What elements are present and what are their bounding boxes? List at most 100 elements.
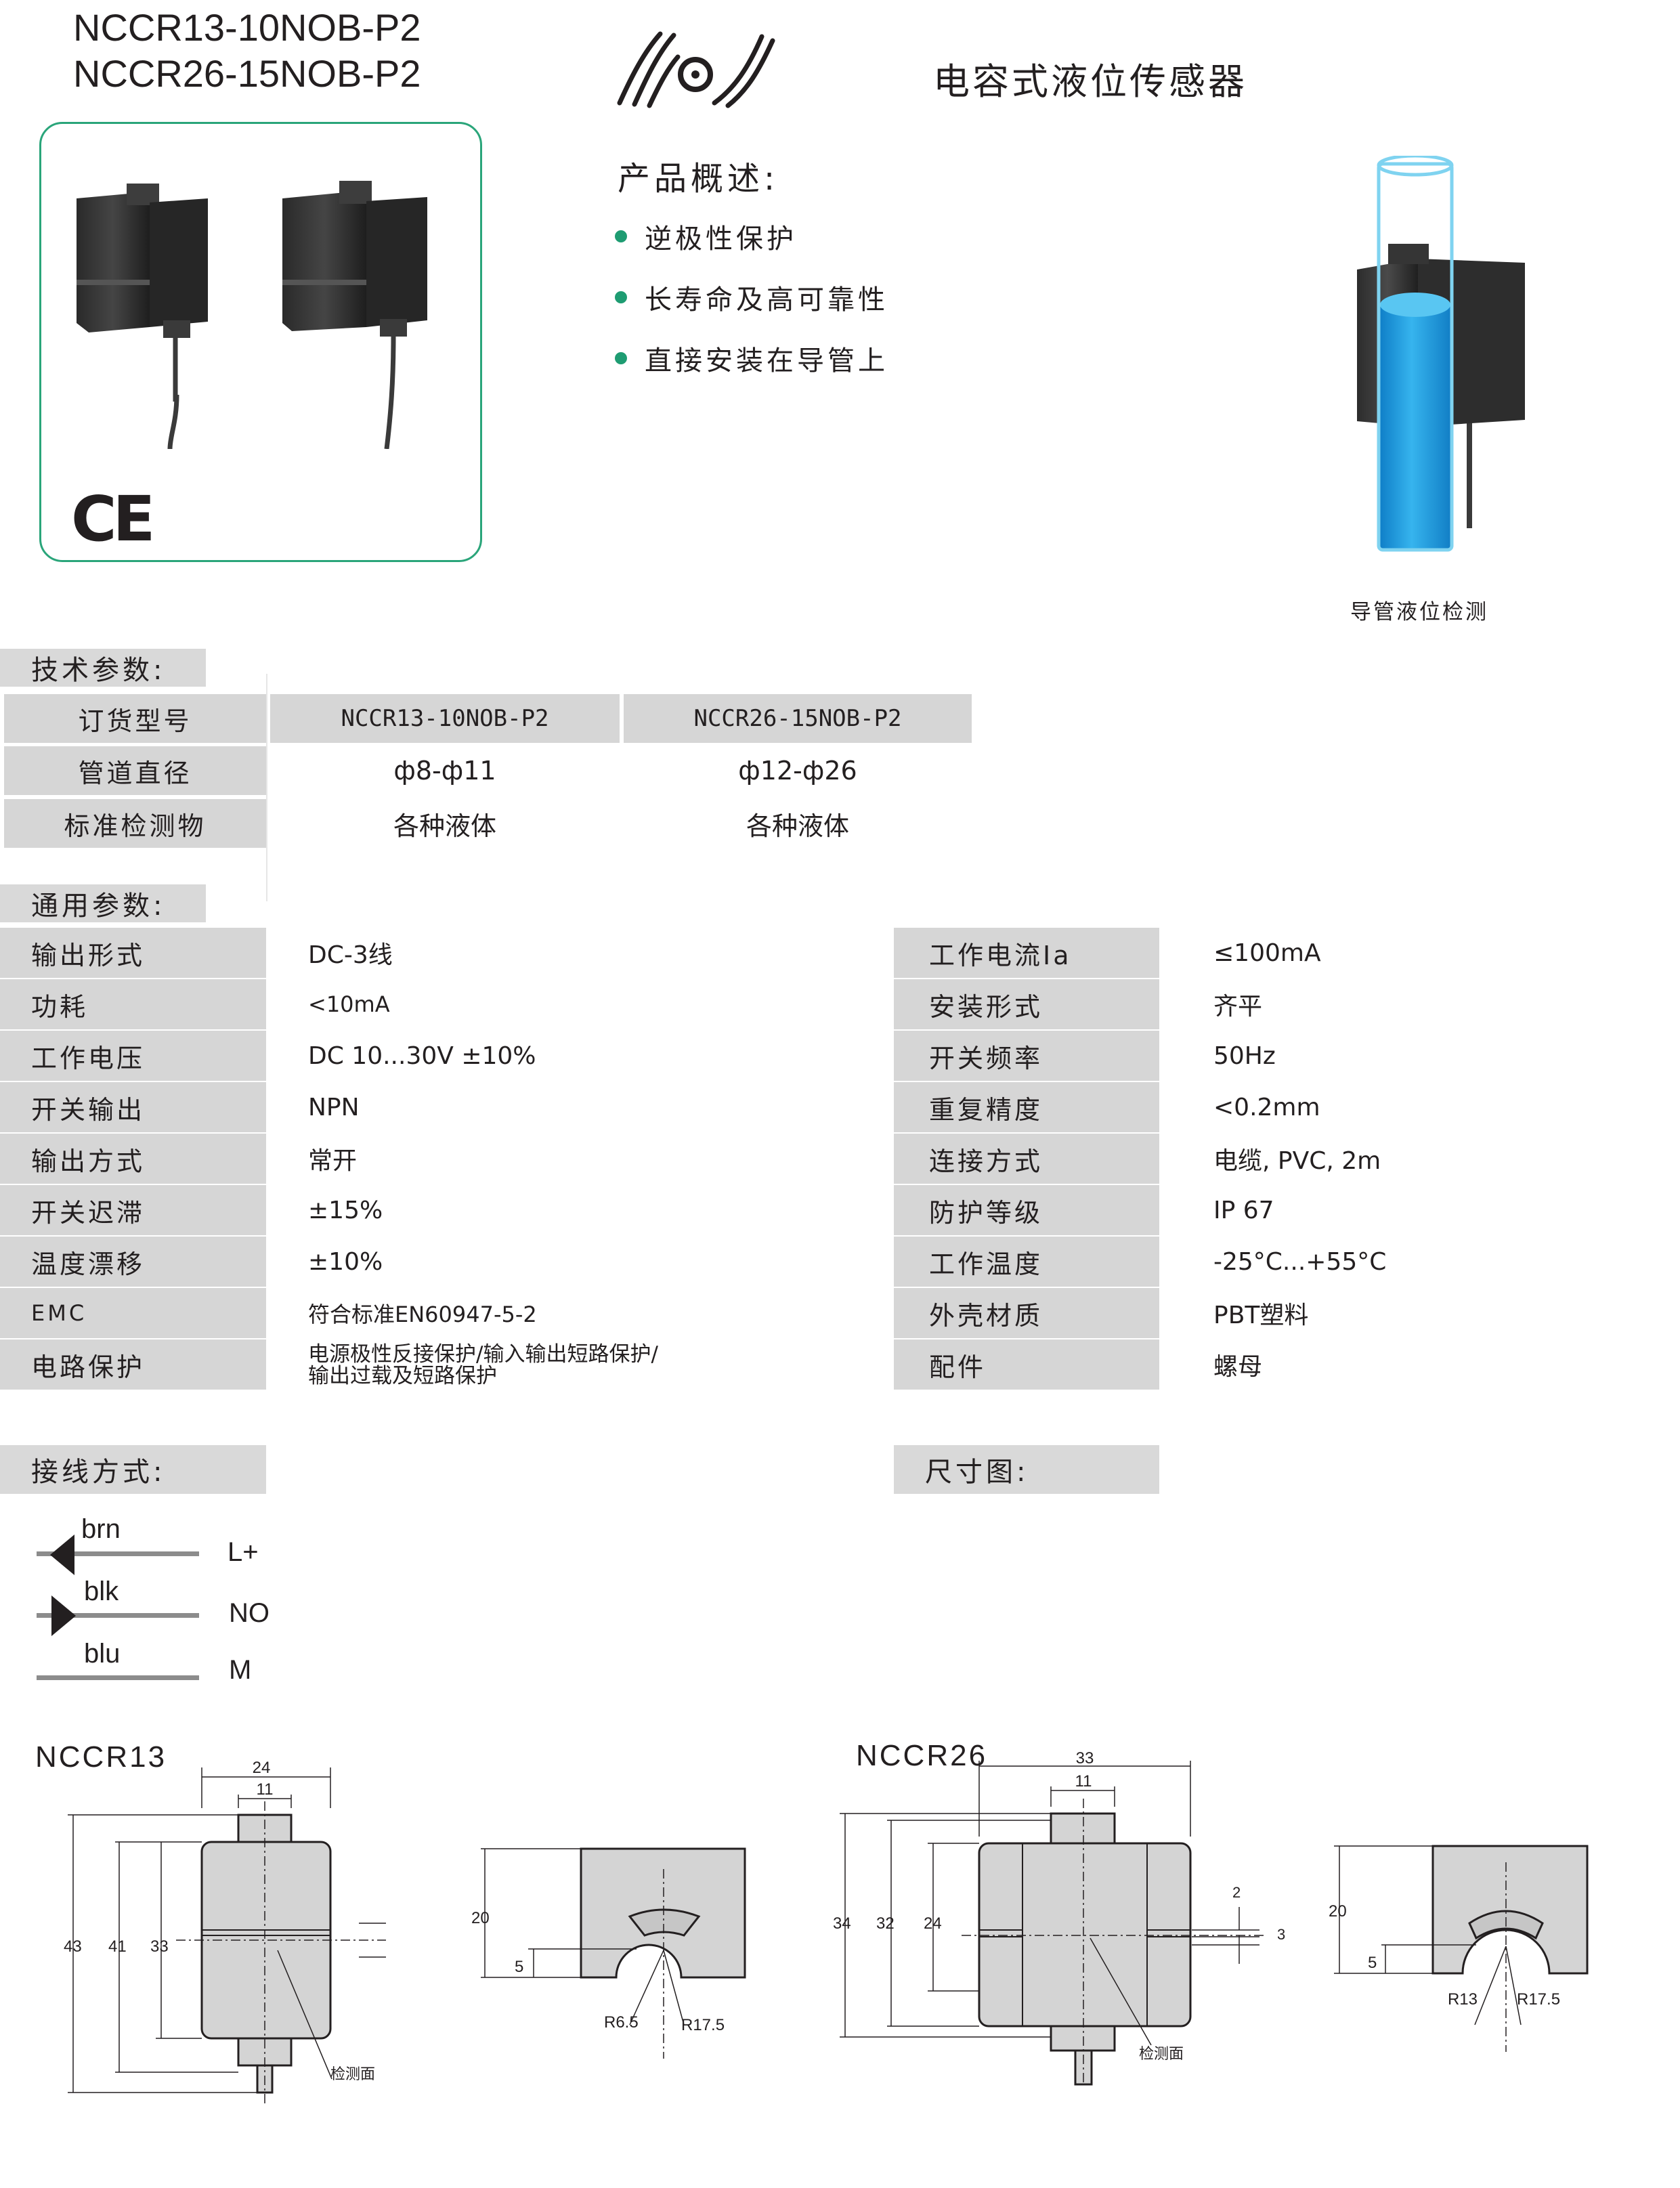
dimensions-title: 尺寸图: [894, 1445, 1159, 1494]
dim-h3: 33 [150, 1937, 169, 1956]
illustration-caption: 导管液位检测 [1350, 600, 1488, 624]
dim-inner: 11 [257, 1780, 274, 1799]
param-label-output-type: 输出形式 [0, 928, 266, 978]
wire-signal-m: M [229, 1655, 252, 1685]
param-label-mounting: 安装形式 [894, 979, 1159, 1029]
param-label-power: 功耗 [0, 979, 266, 1029]
product-photo-box: CE [39, 122, 482, 562]
param-label-ip-rating: 防护等级 [894, 1185, 1159, 1235]
sense-face-label: 检测面 [1139, 2045, 1184, 2062]
param-value-switch-output: NPN [308, 1093, 360, 1121]
param-value-hysteresis: ±15% [308, 1196, 383, 1224]
ce-mark: CE [71, 483, 155, 555]
tech-label-target: 标准检测物 [4, 799, 266, 848]
param-label-connection: 连接方式 [894, 1134, 1159, 1184]
dim-h3: 24 [924, 1914, 942, 1933]
feature-item-2: 长寿命及高可靠性 [615, 278, 888, 317]
wire-signal-no: NO [229, 1598, 270, 1628]
param-value-protection: 电源极性反接保护/输入输出短路保护/ 输出过载及短路保护 [308, 1342, 658, 1388]
bullet-icon [615, 352, 627, 364]
wire-signal-lplus: L+ [228, 1537, 259, 1567]
param-label-repeatability: 重复精度 [894, 1082, 1159, 1132]
param-value-emc: 符合标准EN60947-5-2 [308, 1302, 537, 1327]
param-value-connection: 电缆, PVC, 2m [1213, 1147, 1381, 1175]
dim-inner: 11 [1075, 1772, 1092, 1790]
tech-target-2: 各种液体 [746, 811, 849, 841]
param-value-frequency: 50Hz [1213, 1042, 1276, 1070]
nccr13-side-view: 20 5 R6.5 R17.5 [471, 1847, 746, 2059]
param-label-current: 工作电流Ia [894, 928, 1159, 978]
param-label-temp-drift: 温度漂移 [0, 1237, 266, 1287]
param-label-hysteresis: 开关迟滞 [0, 1185, 266, 1235]
tech-params-title: 技术参数: [0, 649, 206, 687]
dim-r-large: R17.5 [681, 2016, 725, 2034]
general-params-title: 通用参数: [0, 884, 206, 922]
param-value-output-type: DC-3线 [308, 941, 393, 969]
tech-target-1: 各种液体 [393, 811, 496, 841]
param-label-temp: 工作温度 [894, 1237, 1159, 1287]
arrow-left-icon [50, 1535, 74, 1575]
tech-label-pipe: 管道直径 [4, 746, 266, 795]
param-value-voltage: DC 10...30V ±10% [308, 1042, 536, 1070]
param-label-voltage: 工作电压 [0, 1031, 266, 1081]
dim-offset: 5 [515, 1958, 523, 1976]
model-title-1: NCCR13-10NOB-P2 [73, 6, 421, 49]
param-value-output-mode: 常开 [308, 1147, 358, 1175]
overview-title: 产品概述: [618, 160, 779, 198]
wiring-title: 接线方式: [0, 1445, 266, 1494]
nccr13-front-view: 24 11 43 41 33 检测面 [64, 1759, 386, 2106]
tech-pipe-1: ф8-ф11 [393, 756, 496, 786]
dim-h2: 41 [108, 1937, 127, 1956]
param-value-temp-drift: ±10% [308, 1247, 383, 1276]
param-label-output-mode: 输出方式 [0, 1134, 266, 1184]
drawing-title-nccr26: NCCR26 [856, 1739, 988, 1772]
dim-r-small: R6.5 [604, 2013, 639, 2032]
param-label-housing: 外壳材质 [894, 1288, 1159, 1338]
bullet-icon [615, 291, 627, 303]
param-label-emc: EMC [0, 1288, 266, 1338]
param-value-power: <10mA [308, 991, 390, 1017]
dim-r-large: R17.5 [1517, 1990, 1560, 2009]
sensor-photo [77, 181, 427, 449]
arrow-right-icon [51, 1595, 76, 1636]
tech-model-1: NCCR13-10NOB-P2 [270, 694, 620, 743]
product-name: 电容式液位传感器 [933, 60, 1247, 103]
dim-h2: 32 [876, 1914, 895, 1933]
dim-h1: 43 [64, 1937, 82, 1956]
feature-item-1: 逆极性保护 [615, 217, 797, 256]
wire-label-brn: brn [81, 1514, 121, 1544]
drawing-title-nccr13: NCCR13 [35, 1740, 167, 1774]
param-value-housing: PBT塑料 [1213, 1302, 1309, 1329]
nccr26-front-view: 33 11 34 32 24 2 3 检测面 [833, 1749, 1285, 2086]
param-label-switch-output: 开关输出 [0, 1082, 266, 1132]
tech-label-model: 订货型号 [4, 694, 266, 743]
dim-height: 20 [1329, 1902, 1347, 1921]
dim-height: 20 [471, 1909, 490, 1927]
wire-label-blk: blk [84, 1576, 119, 1606]
dim-width: 33 [1076, 1749, 1094, 1767]
tech-pipe-2: ф12-ф26 [738, 756, 857, 786]
tube-illustration [1357, 156, 1525, 552]
model-title-2: NCCR26-15NOB-P2 [73, 52, 421, 95]
param-value-accessory: 螺母 [1213, 1353, 1263, 1381]
dim-offset: 5 [1368, 1954, 1377, 1972]
param-label-frequency: 开关频率 [894, 1031, 1159, 1081]
param-value-temp: -25°C...+55°C [1213, 1247, 1387, 1276]
dim-h1: 34 [833, 1914, 851, 1933]
param-value-ip-rating: IP 67 [1213, 1196, 1274, 1224]
nccr26-side-view: 20 5 R13 R17.5 [1329, 1845, 1589, 2052]
dim-gap: 2 [1232, 1884, 1241, 1901]
param-value-mounting: 齐平 [1213, 993, 1263, 1021]
feature-item-3: 直接安装在导管上 [615, 339, 888, 378]
bullet-icon [615, 230, 627, 242]
sense-face-label: 检测面 [330, 2065, 375, 2082]
divider [266, 674, 267, 901]
param-label-accessory: 配件 [894, 1339, 1159, 1390]
brand-logo-icon [617, 31, 775, 108]
dim-slot: 3 [1277, 1926, 1285, 1943]
param-value-current: ≤100mA [1213, 939, 1321, 967]
wire-brn [37, 1551, 199, 1556]
wiring-diagram: brn L+ blk NO blu M [37, 1514, 280, 1685]
wire-blk [37, 1613, 199, 1618]
param-label-protection: 电路保护 [0, 1339, 266, 1390]
